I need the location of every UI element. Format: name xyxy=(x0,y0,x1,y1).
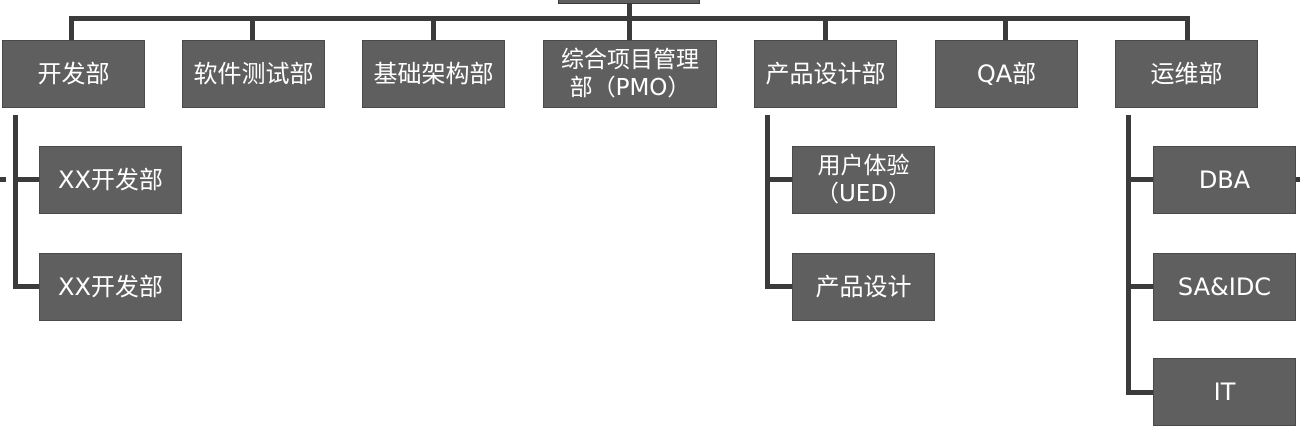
dept-dev-label: 开发部 xyxy=(37,60,110,88)
product-child-1: 用户体验 （UED） xyxy=(792,146,935,214)
root-node xyxy=(558,0,700,4)
ops-child-3: IT xyxy=(1153,358,1296,426)
dept-qa: QA部 xyxy=(935,40,1078,108)
drop-qa xyxy=(1003,16,1008,40)
dept-test-label: 软件测试部 xyxy=(193,60,314,88)
drop-test xyxy=(250,16,255,40)
ops-child-3-label: IT xyxy=(1213,378,1236,406)
ops-child-1-label: DBA xyxy=(1198,166,1251,194)
root-drop-line xyxy=(627,4,632,20)
product-spine xyxy=(765,115,770,289)
dev-child-2-label: XX开发部 xyxy=(58,273,163,301)
dev-branch-1 xyxy=(13,177,40,182)
ops-spine xyxy=(1126,115,1131,395)
ops-child-2-label: SA&IDC xyxy=(1177,273,1272,301)
dept-dev: 开发部 xyxy=(2,40,145,108)
ops-branch-2 xyxy=(1126,284,1154,289)
product-branch-2 xyxy=(765,284,793,289)
dev-child-2: XX开发部 xyxy=(39,253,182,321)
dev-branch-2 xyxy=(13,284,40,289)
ops-branch-3 xyxy=(1126,390,1154,395)
drop-product xyxy=(823,16,828,40)
dept-pmo: 综合项目管理 部（PMO） xyxy=(543,40,717,108)
ops-child-1: DBA xyxy=(1153,146,1296,214)
ops-branch-1 xyxy=(1126,177,1154,182)
dept-infra: 基础架构部 xyxy=(362,40,505,108)
drop-infra xyxy=(431,16,436,40)
dept-infra-label: 基础架构部 xyxy=(373,60,494,88)
dept-test: 软件测试部 xyxy=(182,40,325,108)
dept-pmo-label: 综合项目管理 部（PMO） xyxy=(561,47,699,101)
dept-product-label: 产品设计部 xyxy=(765,60,886,88)
dept-qa-label: QA部 xyxy=(976,60,1037,88)
product-child-2: 产品设计 xyxy=(792,253,935,321)
right-edge-stub xyxy=(1294,177,1300,182)
product-child-1-label: 用户体验 （UED） xyxy=(815,153,912,207)
dev-child-1: XX开发部 xyxy=(39,146,182,214)
drop-dev xyxy=(69,16,74,40)
drop-ops xyxy=(1185,16,1190,40)
dept-ops-label: 运维部 xyxy=(1150,60,1223,88)
left-edge-stub xyxy=(0,177,6,182)
dev-child-1-label: XX开发部 xyxy=(58,166,163,194)
ops-child-2: SA&IDC xyxy=(1153,253,1296,321)
dept-ops: 运维部 xyxy=(1115,40,1258,108)
dept-product: 产品设计部 xyxy=(754,40,897,108)
product-child-2-label: 产品设计 xyxy=(815,273,912,301)
dev-spine xyxy=(13,115,18,289)
drop-pmo xyxy=(627,16,632,40)
product-branch-1 xyxy=(765,177,793,182)
